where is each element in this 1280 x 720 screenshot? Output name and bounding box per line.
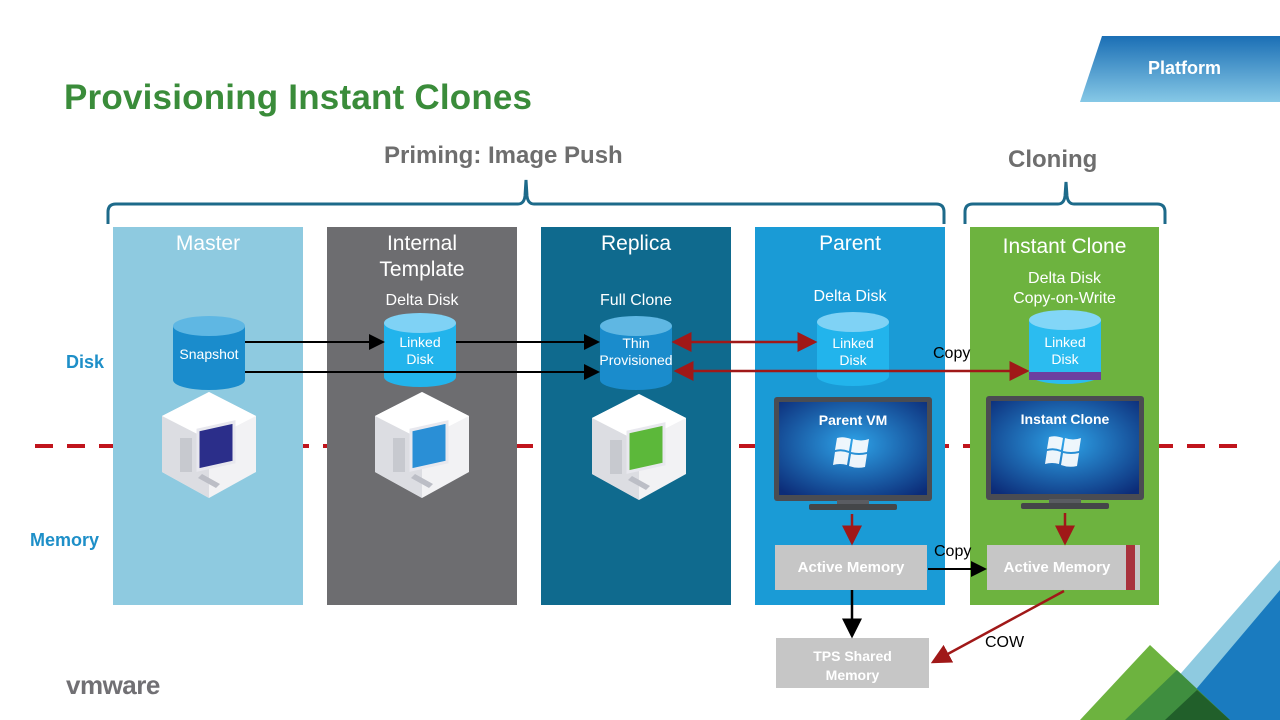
instant-clone-monitor-icon — [986, 396, 1144, 509]
clone-disk-label-line2: Disk — [1051, 351, 1079, 367]
vm-cube-green-icon — [592, 394, 686, 500]
windows-logo-icon — [833, 437, 869, 468]
cloning-brace — [963, 181, 1167, 224]
column-title: Parent — [819, 232, 881, 255]
parent-vm-label: Parent VM — [818, 412, 888, 428]
clone-active-memory: Active Memory — [987, 545, 1127, 590]
clone-memory-cow-marker — [1126, 545, 1135, 590]
windows-logo-icon — [1045, 436, 1081, 467]
vmware-logo: vmware — [66, 670, 160, 701]
platform-label: Platform — [1148, 58, 1222, 78]
phase-cloning-label: Cloning — [1008, 146, 1098, 173]
linked-disk-label-line1: Linked — [399, 334, 441, 350]
memory-row-label: Memory — [30, 530, 100, 550]
parent-disk-label-line2: Disk — [839, 352, 867, 368]
tps-line1: TPS Shared — [813, 648, 892, 664]
disk-copy-annotation: Copy — [933, 345, 971, 362]
column-subtitle: Delta Disk — [813, 288, 887, 305]
parent-disk-label-line1: Linked — [832, 335, 874, 351]
clone-linked-disk-icon — [1029, 310, 1101, 384]
column-subtitle-line2: Copy-on-Write — [1013, 290, 1116, 307]
clone-memory-edge — [1135, 545, 1140, 590]
parent-active-memory: Active Memory — [775, 545, 927, 590]
parent-vm-monitor-icon — [774, 397, 932, 510]
tps-line2: Memory — [825, 667, 880, 683]
vm-cube-icon — [162, 392, 256, 498]
page-title: Provisioning Instant Clones — [64, 78, 533, 117]
column-subtitle: Delta Disk — [385, 292, 459, 309]
clone-disk-label-line1: Linked — [1044, 334, 1086, 350]
phase-priming-label: Priming: Image Push — [384, 142, 623, 169]
column-title: Replica — [600, 232, 672, 255]
cow-annotation: COW — [985, 634, 1025, 651]
snapshot-disk-icon — [173, 316, 245, 390]
vmware-logo-text: vmware — [66, 670, 160, 700]
column-subtitle: Full Clone — [599, 292, 673, 309]
column-replica: Replica Full Clone — [541, 227, 731, 605]
disk-row-label: Disk — [66, 352, 105, 372]
linked-disk-label-line2: Disk — [406, 351, 434, 367]
tps-shared-memory: TPS Shared Memory — [776, 638, 929, 688]
column-title: Master — [175, 232, 241, 255]
thin-provisioned-disk-icon — [600, 316, 672, 390]
thin-disk-label-line2: Provisioned — [599, 352, 673, 368]
instant-clone-vm-label: Instant Clone — [1020, 411, 1110, 427]
column-title-line1: Internal — [386, 232, 458, 255]
column-title-line2: Template — [379, 258, 465, 281]
vm-cube-icon — [375, 392, 469, 498]
corner-decoration — [1080, 560, 1280, 720]
memory-copy-annotation: Copy — [934, 543, 972, 560]
column-title: Instant Clone — [1002, 235, 1127, 258]
column-subtitle-line1: Delta Disk — [1028, 270, 1101, 287]
column-internal-template: Internal Template Delta Disk — [327, 227, 517, 605]
platform-badge — [1080, 36, 1280, 102]
thin-disk-label-line1: Thin — [622, 335, 650, 351]
priming-brace — [106, 179, 946, 224]
snapshot-disk-label: Snapshot — [179, 346, 239, 362]
